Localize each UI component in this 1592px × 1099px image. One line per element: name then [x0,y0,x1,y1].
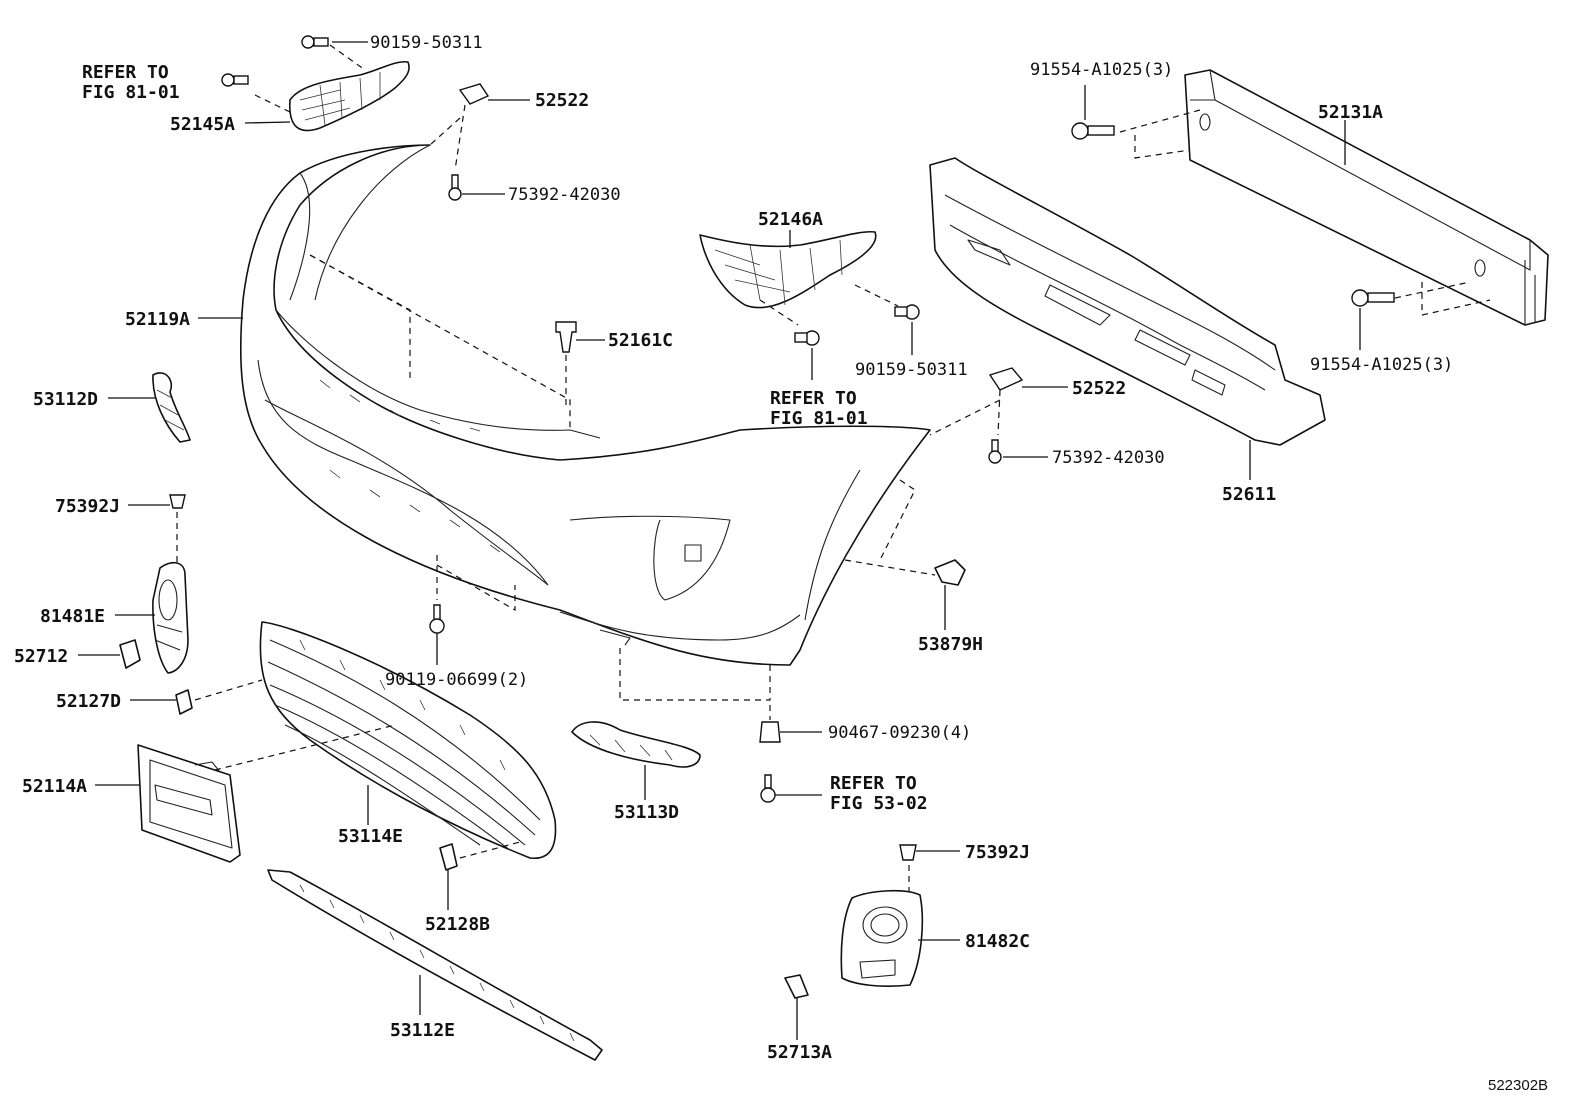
fasteners [169,35,1395,861]
label-53112e: 53112E [390,1020,455,1041]
moulding-53112e-part [267,869,603,1061]
retainer-53879h-part [934,559,966,586]
label-refer-to-53-a: REFER TO [830,773,917,794]
label-53113d: 53113D [614,802,679,823]
bumper-cover-part [239,144,931,666]
label-90159-50311-top: 90159-50311 [370,33,483,53]
bracket-52146a-part [699,230,877,309]
label-refer-to-mid-b: FIG 81-01 [770,408,868,429]
cover-52712-part [119,639,141,669]
label-refer-to-mid-a: REFER TO [770,388,857,409]
assembly-dashed-lines [176,44,1491,892]
grille-53114e-part [259,621,557,859]
label-91554-a1025-bottom: 91554-A1025(3) [1310,355,1453,375]
absorber-52611-part [929,157,1326,446]
label-52119a: 52119A [125,309,190,330]
label-52128b: 52128B [425,914,490,935]
label-52145a: 52145A [170,114,235,135]
label-53112d: 53112D [33,389,98,410]
fog-cover-81482c-part [840,889,924,987]
label-53114e: 53114E [338,826,403,847]
moulding-53113d-part [571,721,701,768]
cap-52128b-part [439,843,458,871]
part-labels: 90159-50311 REFER TO FIG 81-01 52145A 52… [14,33,1548,1094]
label-91554-a1025-top: 91554-A1025(3) [1030,60,1173,80]
label-52161c: 52161C [608,330,673,351]
label-81481e: 81481E [40,606,105,627]
license-bracket-52114a-part [137,744,241,863]
figure-code: 522302B [1488,1077,1548,1094]
cap-52127d-part [175,689,193,715]
label-52611: 52611 [1222,484,1276,505]
label-52713a: 52713A [767,1042,832,1063]
label-90119-06699: 90119-06699(2) [385,670,528,690]
bracket-52145a-part [289,60,410,132]
label-53879h: 53879H [918,634,983,655]
label-52522-mid: 52522 [1072,378,1126,399]
label-52146a: 52146A [758,209,823,230]
label-75392-42030-top: 75392-42030 [508,185,621,205]
label-52131a: 52131A [1318,102,1383,123]
moulding-53112d-part [152,372,191,443]
label-refer-to-left-a: REFER TO [82,62,169,83]
label-90159-50311-mid: 90159-50311 [855,360,968,380]
label-refer-to-53-b: FIG 53-02 [830,793,928,814]
label-52712: 52712 [14,646,68,667]
fog-cover-81481e-part [152,561,189,674]
cover-52713a-part [784,974,809,999]
label-75392j-left: 75392J [55,496,120,517]
label-90467-09230: 90467-09230(4) [828,723,971,743]
label-52127d: 52127D [56,691,121,712]
label-75392j-right: 75392J [965,842,1030,863]
leader-lines [78,41,1361,1040]
label-52522-top: 52522 [535,90,589,111]
label-52114a: 52114A [22,776,87,797]
label-81482c: 81482C [965,931,1030,952]
reinforcement-52131a-part [1184,69,1549,326]
label-75392-42030-mid: 75392-42030 [1052,448,1165,468]
label-refer-to-left-b: FIG 81-01 [82,82,180,103]
